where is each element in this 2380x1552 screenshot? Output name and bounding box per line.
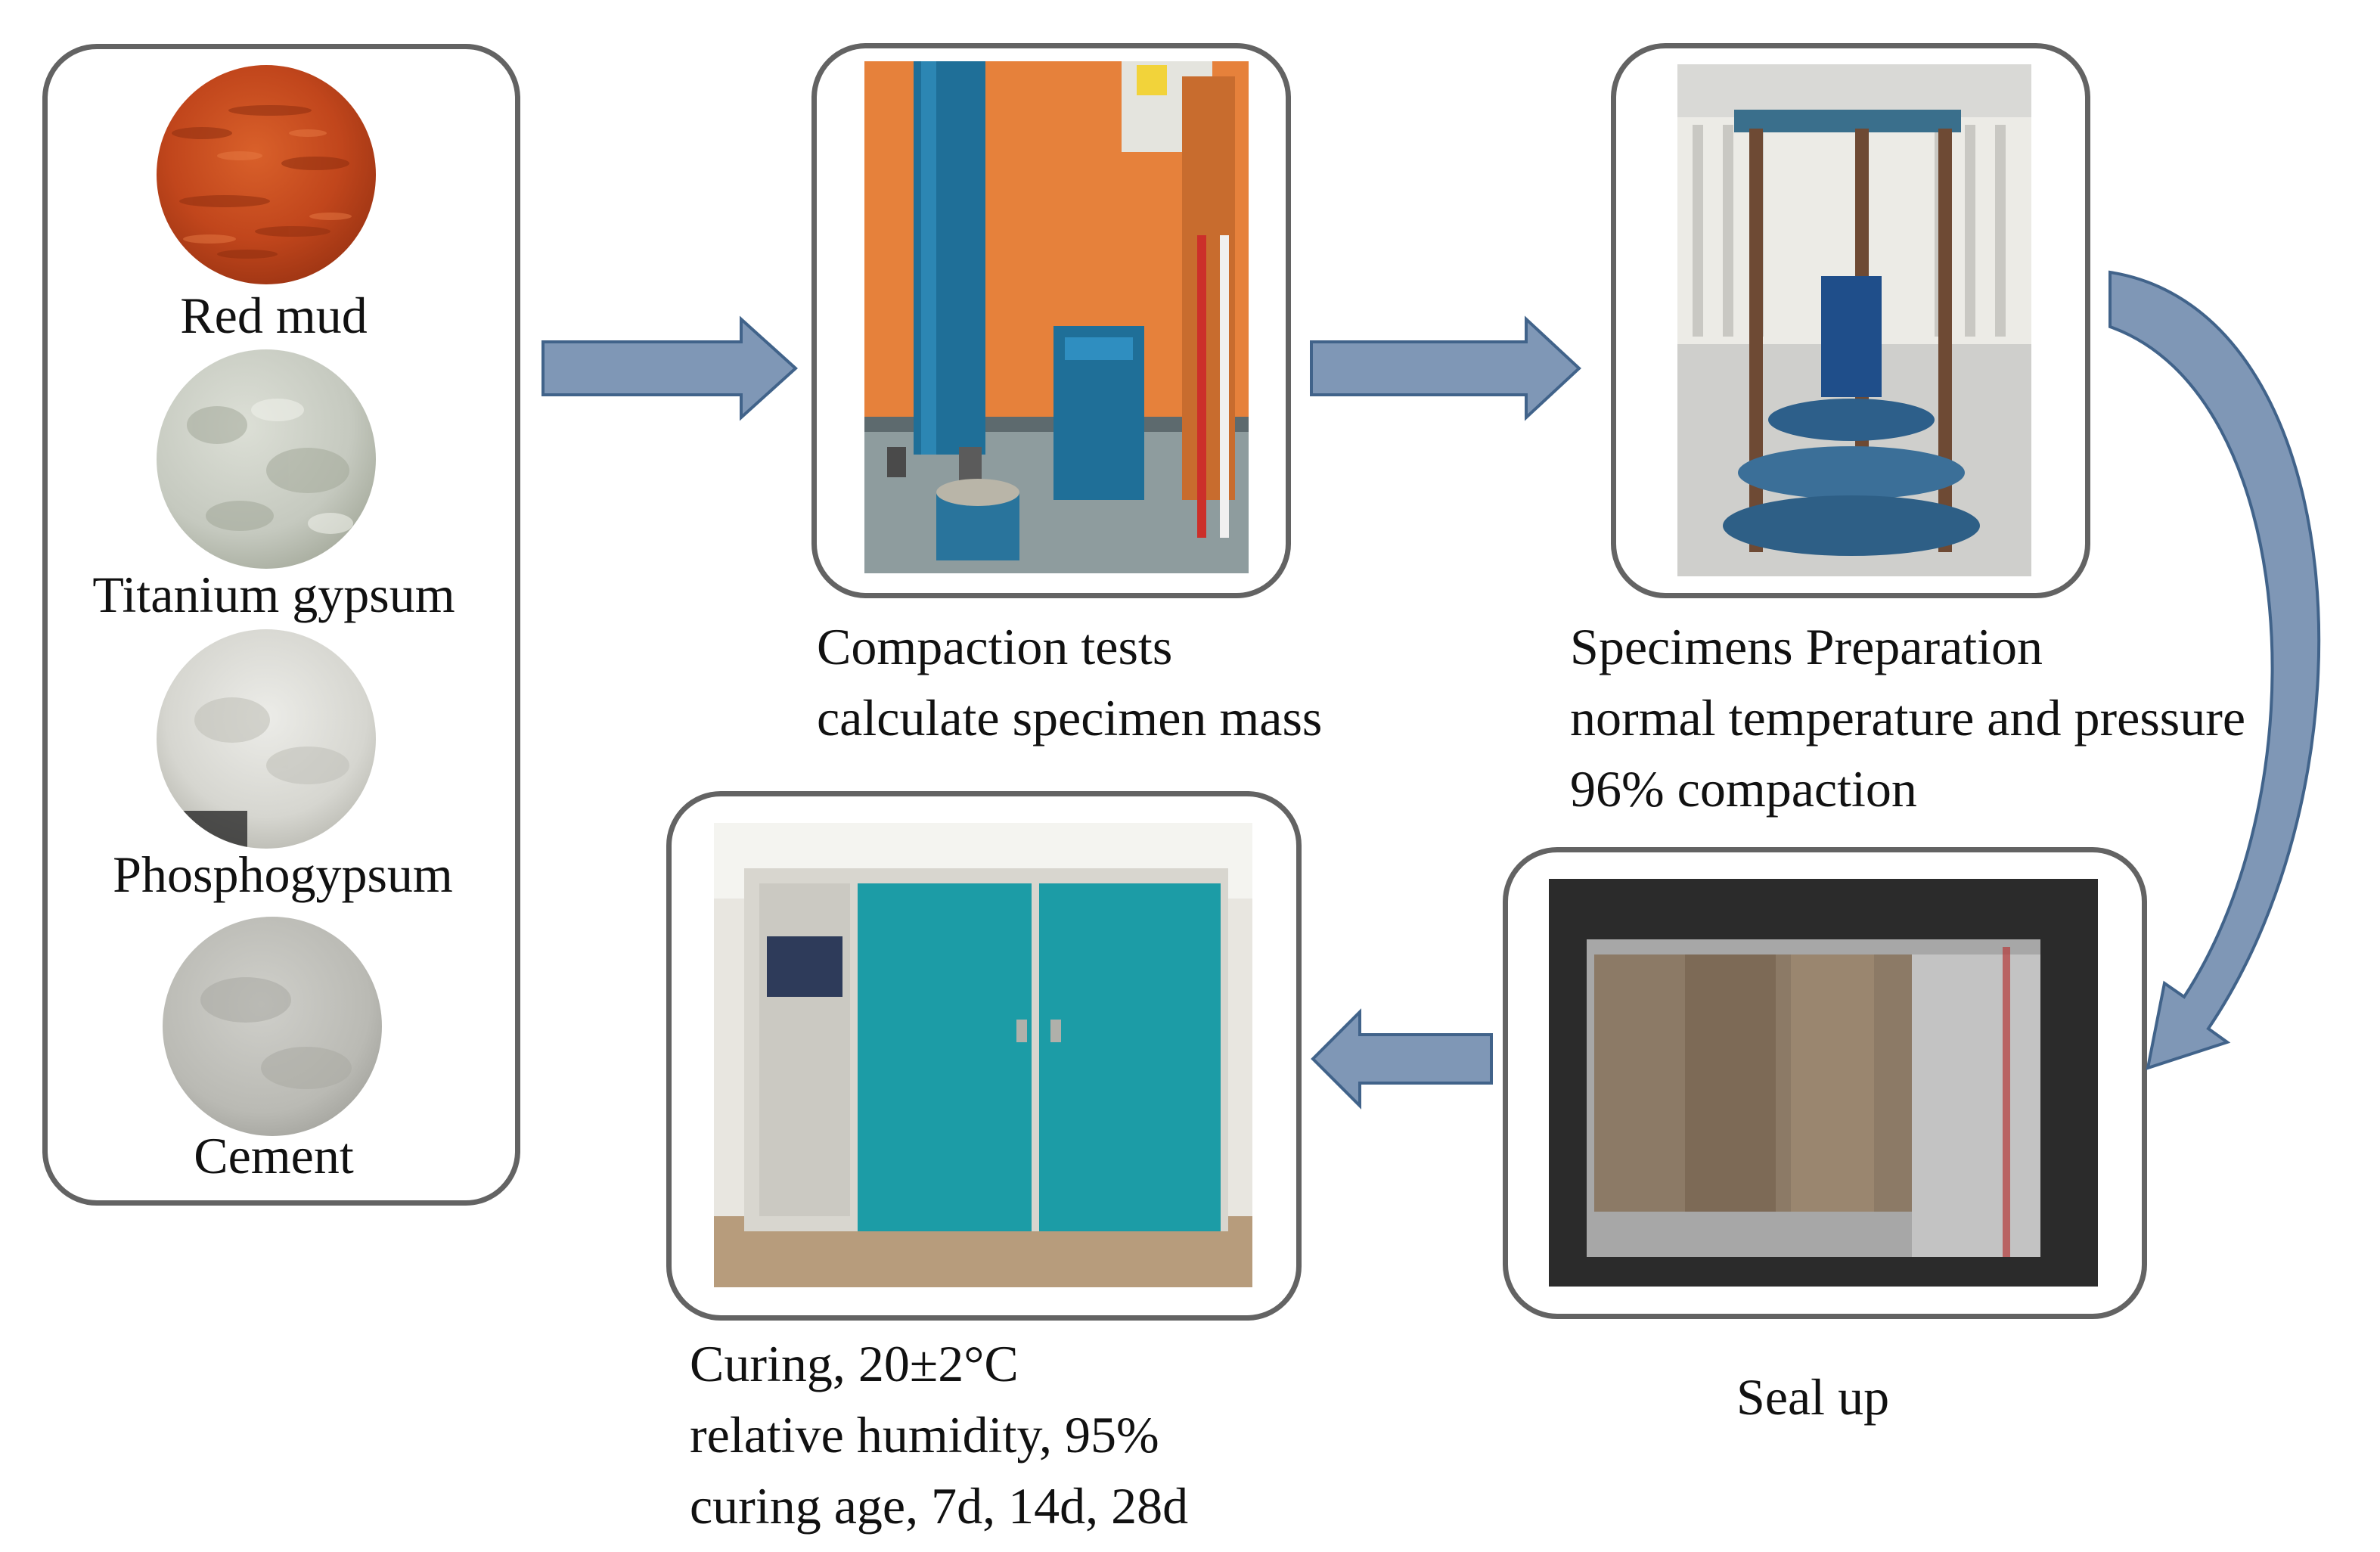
preparation-caption-line3: 96% compaction xyxy=(1570,760,1917,818)
seal-caption: Seal up xyxy=(1736,1368,1890,1426)
titanium-gypsum-photo xyxy=(157,349,376,569)
compaction-caption: Compaction tests calculate specimen mass xyxy=(817,611,1322,753)
compaction-caption-line2: calculate specimen mass xyxy=(817,689,1323,747)
phosphogypsum-photo xyxy=(157,629,376,849)
curing-caption-line3: curing age, 7d, 14d, 28d xyxy=(690,1477,1189,1535)
preparation-caption-line2: normal temperature and pressure xyxy=(1570,689,2246,747)
red-mud-photo xyxy=(157,65,376,284)
arrow-compaction-to-preparation xyxy=(1310,315,1581,421)
curing-caption-line1: Curing, 20±2°C xyxy=(690,1335,1019,1392)
specimen-press-photo xyxy=(1677,64,2031,576)
curing-caption-line2: relative humidity, 95% xyxy=(690,1406,1159,1464)
phosphogypsum-label: Phosphogypsum xyxy=(113,846,453,903)
cement-photo xyxy=(163,917,382,1136)
preparation-caption: Specimens Preparation normal temperature… xyxy=(1570,611,2245,824)
curing-cabinet-photo xyxy=(714,823,1252,1287)
compaction-machine-photo xyxy=(864,61,1249,573)
curing-caption: Curing, 20±2°C relative humidity, 95% cu… xyxy=(690,1328,1188,1541)
arrow-materials-to-compaction xyxy=(541,315,798,421)
sealed-bag-photo xyxy=(1549,879,2098,1287)
red-mud-label: Red mud xyxy=(180,287,368,344)
arrow-preparation-to-seal xyxy=(2108,270,2321,1070)
cement-label: Cement xyxy=(194,1127,354,1184)
arrow-seal-to-curing xyxy=(1311,1008,1493,1110)
titanium-gypsum-label: Titanium gypsum xyxy=(92,566,455,623)
compaction-caption-line1: Compaction tests xyxy=(817,618,1173,675)
preparation-caption-line1: Specimens Preparation xyxy=(1570,618,2043,675)
